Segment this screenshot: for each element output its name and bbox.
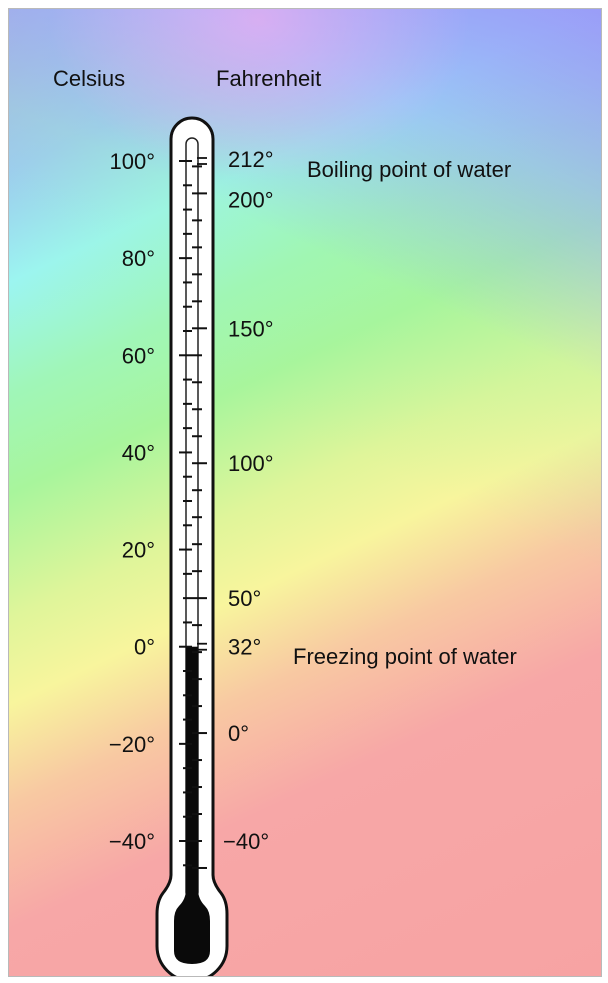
boiling-point-label: Boiling point of water xyxy=(307,157,511,182)
celsius-label: 40° xyxy=(122,440,155,465)
celsius-label: 20° xyxy=(122,538,155,563)
fahrenheit-label: 0° xyxy=(228,721,249,746)
celsius-label: 60° xyxy=(122,343,155,368)
celsius-label: 0° xyxy=(134,635,155,660)
celsius-scale: 100° 80° 60° 40° 20° 0° −20° −40° xyxy=(109,149,155,854)
fahrenheit-label: 32° xyxy=(228,635,261,660)
celsius-header: Celsius xyxy=(53,66,125,91)
celsius-label: 100° xyxy=(109,149,155,174)
diagram-frame: Celsius Fahrenheit 100° 80° 60° 40° 20° 0° −20… xyxy=(8,8,602,977)
fahrenheit-label: 100° xyxy=(228,451,274,476)
fahrenheit-label: −40° xyxy=(223,829,269,854)
fahrenheit-label: 150° xyxy=(228,316,274,341)
fahrenheit-header: Fahrenheit xyxy=(216,66,321,91)
celsius-label: 80° xyxy=(122,246,155,271)
mercury-column xyxy=(186,646,198,894)
fahrenheit-label: 200° xyxy=(228,187,274,212)
fahrenheit-label: 50° xyxy=(228,586,261,611)
celsius-label: −20° xyxy=(109,732,155,757)
freezing-point-label: Freezing point of water xyxy=(293,644,517,669)
rainbow-background xyxy=(9,9,601,976)
celsius-label: −40° xyxy=(109,829,155,854)
thermometer-diagram: Celsius Fahrenheit 100° 80° 60° 40° 20° 0° −20… xyxy=(53,66,517,976)
fahrenheit-scale: 212° 200° 150° 100° 50° 32° 0° −40° xyxy=(223,147,274,854)
scale-ticks xyxy=(179,157,207,869)
mercury-bulb xyxy=(174,889,210,964)
fahrenheit-label: 212° xyxy=(228,147,274,172)
